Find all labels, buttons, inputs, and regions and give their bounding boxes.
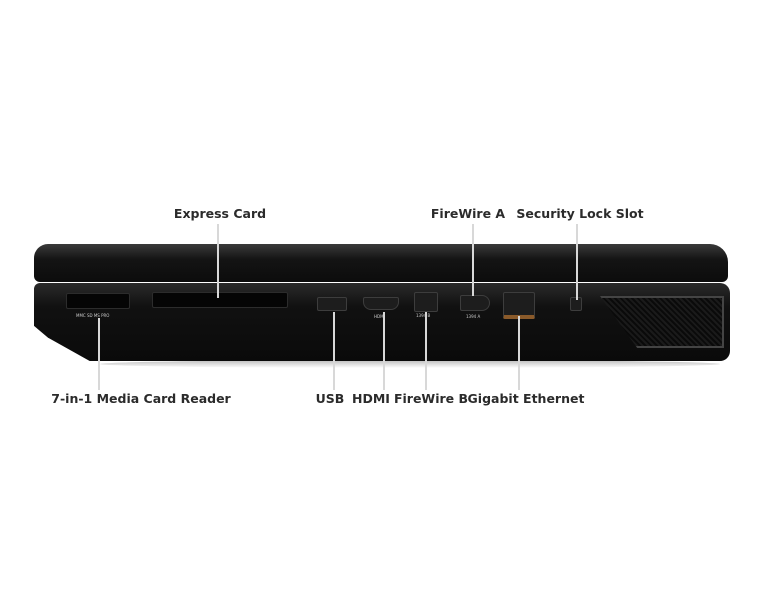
label-card-reader: 7-in-1 Media Card Reader <box>51 391 231 406</box>
firewire-a-leader <box>472 224 474 296</box>
firewire-b-marking: 1394 B <box>416 313 431 318</box>
security-lock-leader <box>576 224 578 300</box>
label-firewire-a: FireWire A <box>430 206 506 221</box>
laptop-lid <box>34 244 728 282</box>
hdmi-port <box>363 297 399 310</box>
express-card-leader <box>217 224 219 298</box>
usb-leader <box>333 312 335 390</box>
hdmi-marking: HDMI <box>374 314 385 319</box>
ethernet-port <box>503 292 535 319</box>
label-security-lock: Security Lock Slot <box>516 206 644 221</box>
label-express-card: Express Card <box>173 206 267 221</box>
laptop-shadow <box>100 360 720 368</box>
ethernet-leader <box>518 316 520 390</box>
firewire-b-leader <box>425 312 427 390</box>
label-ethernet: Gigabit Ethernet <box>467 391 585 406</box>
firewire-b-port <box>414 292 438 312</box>
express-card-slot <box>152 292 288 308</box>
firewire-a-port <box>460 295 490 311</box>
label-firewire-b: FireWire B <box>393 391 469 406</box>
card-reader-slot <box>66 293 130 309</box>
hdmi-leader <box>383 312 385 390</box>
firewire-a-marking: 1394 A <box>466 314 481 319</box>
label-usb: USB <box>315 391 345 406</box>
label-hdmi: HDMI <box>352 391 390 406</box>
card-reader-marking: MMC SD MS PRO <box>76 313 110 318</box>
usb-port <box>317 297 347 311</box>
card-reader-leader <box>98 318 100 390</box>
